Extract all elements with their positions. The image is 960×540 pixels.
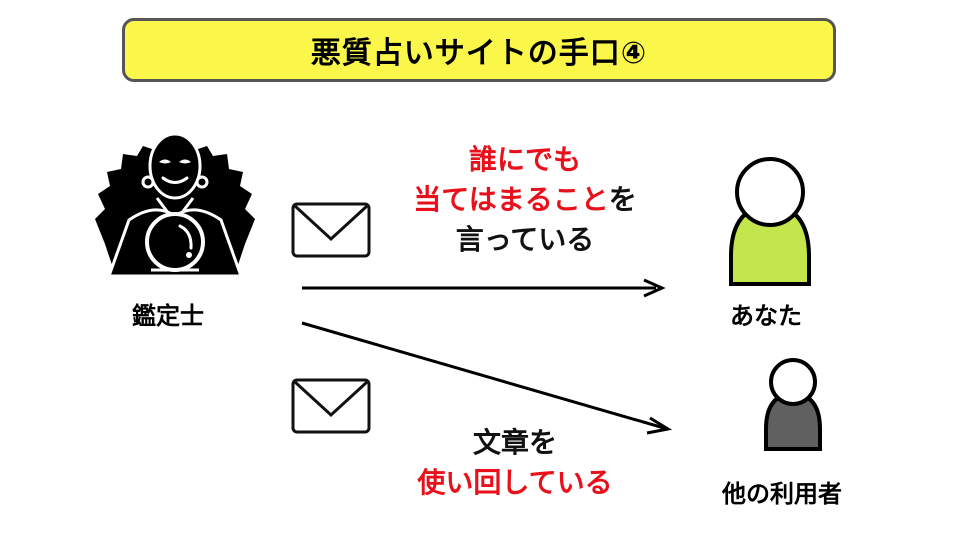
- others-person-icon: [763, 357, 823, 453]
- arrow-to-others: [301, 321, 673, 435]
- page-title: 悪質占いサイトの手口④: [310, 36, 648, 71]
- message-top-line1: 誰にでも: [468, 143, 581, 176]
- message-top: 誰にでも 当てはまることを 言っている: [400, 140, 650, 260]
- message-bottom-line1: 文章を: [472, 426, 557, 459]
- title-banner: 悪質占いサイトの手口④: [122, 18, 836, 82]
- fortune-teller-label: 鑑定士: [132, 302, 204, 330]
- envelope-icon: [291, 202, 371, 258]
- arrow-to-you: [302, 278, 666, 298]
- fortune-teller-icon: [95, 124, 255, 284]
- message-bottom-line2: 使い回している: [417, 466, 613, 499]
- message-top-line2-black: を: [608, 183, 637, 216]
- others-label: 他の利用者: [722, 480, 842, 508]
- you-label: あなた: [730, 302, 802, 330]
- envelope-icon: [291, 378, 371, 434]
- you-person-icon: [728, 156, 812, 288]
- message-top-line3: 言っている: [455, 223, 595, 256]
- message-top-line2-red: 当てはまること: [413, 183, 609, 216]
- message-bottom: 文章を 使い回している: [395, 423, 635, 503]
